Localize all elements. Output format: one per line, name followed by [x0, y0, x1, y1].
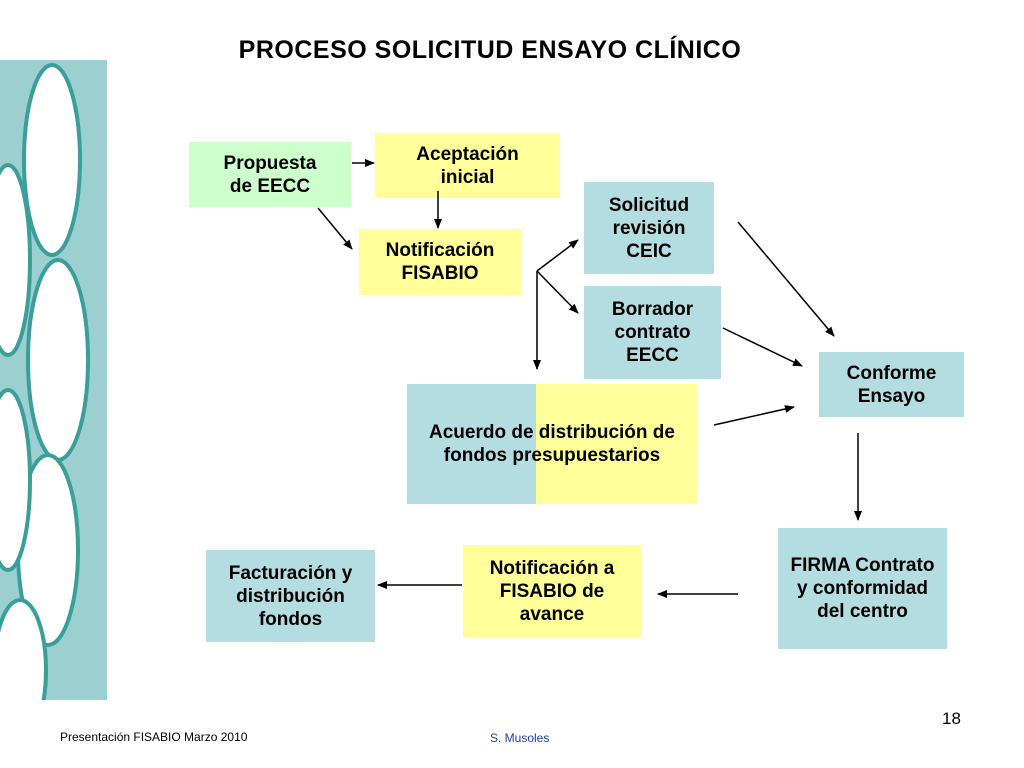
- decorative-chain-strip: [0, 60, 107, 700]
- box-conforme-label: Conforme Ensayo: [846, 362, 937, 407]
- arrow-acuerdo-conforme: [713, 405, 795, 426]
- arrow-branch-borrador: [536, 270, 579, 314]
- box-notif-avance: Notificación a FISABIO de avance: [463, 545, 641, 637]
- arrow-solicitud-conforme: [737, 221, 835, 337]
- box-notificacion-label: Notificación FISABIO: [385, 240, 495, 284]
- box-borrador: Borrador contrato EECC: [584, 286, 721, 379]
- box-propuesta: Propuesta de EECC: [189, 142, 351, 207]
- box-notificacion: Notificación FISABIO: [359, 229, 521, 295]
- page-number: 18: [942, 709, 961, 728]
- footer-author: S. Musoles: [490, 731, 550, 745]
- box-propuesta-label: Propuesta de EECC: [223, 152, 317, 197]
- page-title: PROCESO SOLICITUD ENSAYO CLÍNICO: [238, 36, 742, 64]
- box-notif-avance-label: Notificación a FISABIO de avance: [489, 557, 615, 625]
- box-aceptacion: Aceptación inicial: [375, 133, 560, 198]
- arrow-propuesta-notificacion: [317, 207, 353, 250]
- box-firma-label: FIRMA Contrato y conformidad del centro: [790, 555, 935, 622]
- footer-presentation: Presentación FISABIO Marzo 2010: [60, 730, 248, 744]
- box-aceptacion-label: Aceptación inicial: [416, 143, 519, 188]
- box-acuerdo: Acuerdo de distribución de fondos presup…: [407, 384, 697, 504]
- box-facturacion-label: Facturación y distribución fondos: [228, 562, 353, 630]
- arrow-branch-solicitud: [536, 239, 579, 272]
- box-solicitud: Solicitud revisión CEIC: [584, 182, 714, 274]
- box-solicitud-label: Solicitud revisión CEIC: [608, 194, 690, 262]
- box-facturacion: Facturación y distribución fondos: [206, 550, 375, 642]
- arrow-borrador-conforme: [722, 327, 803, 367]
- box-conforme: Conforme Ensayo: [819, 352, 964, 417]
- box-acuerdo-label: Acuerdo de distribución de fondos presup…: [429, 422, 675, 466]
- box-firma: FIRMA Contrato y conformidad del centro: [778, 528, 947, 649]
- box-borrador-label: Borrador contrato EECC: [611, 299, 694, 366]
